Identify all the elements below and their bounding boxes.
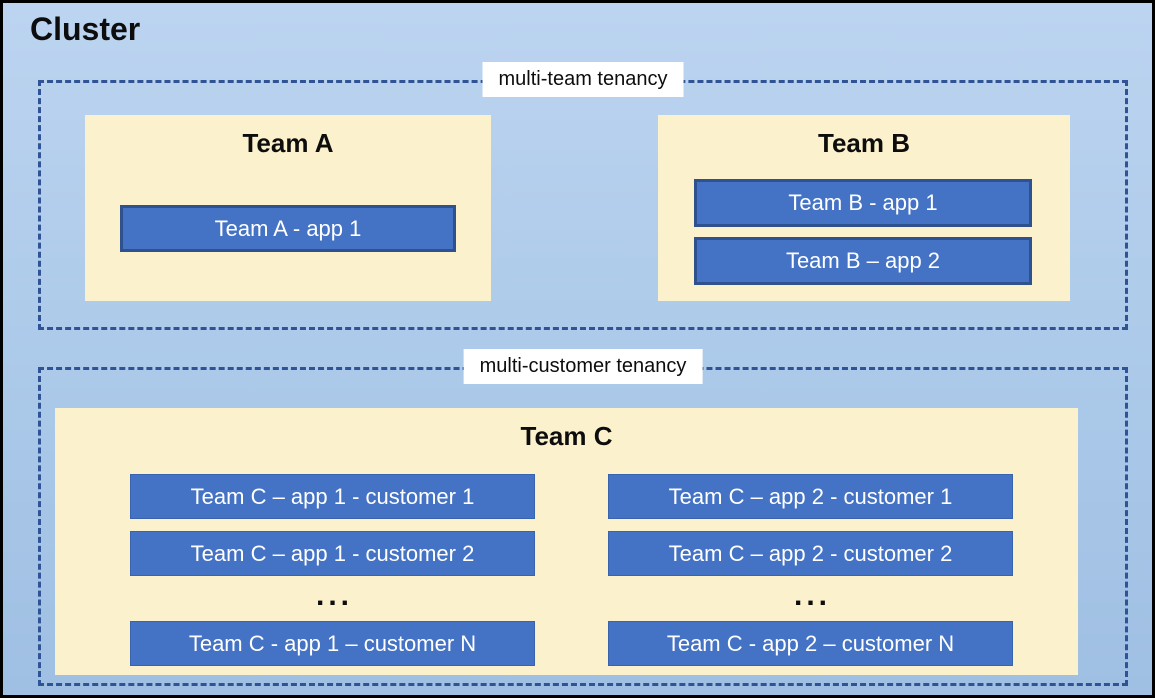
team-b-app-1-box: Team B - app 1 bbox=[694, 179, 1032, 227]
team-c-app1-ellipsis: ... bbox=[315, 578, 353, 612]
team-a-title: Team A bbox=[242, 128, 334, 158]
cluster-title: Cluster bbox=[30, 11, 141, 47]
team-c-app2-column: Team C – app 2 - customer 1 Team C – app… bbox=[608, 474, 1013, 666]
multi-team-tenancy-group: multi-team tenancy Team A Team A - app 1… bbox=[38, 62, 1128, 330]
multi-customer-tenancy-group: multi-customer tenancy Team C Team C – a… bbox=[38, 349, 1128, 686]
team-c-app1-customer2-box: Team C – app 1 - customer 2 bbox=[130, 531, 535, 576]
team-b-panel: Team B Team B - app 1 Team B – app 2 bbox=[658, 115, 1070, 301]
team-a-panel: Team A Team A - app 1 bbox=[85, 115, 491, 301]
team-c-app2-ellipsis: ... bbox=[793, 578, 831, 612]
team-c-app1-customerN-box: Team C - app 1 – customer N bbox=[130, 621, 535, 666]
team-c-app1-customer1-box: Team C – app 1 - customer 1 bbox=[130, 474, 535, 519]
team-a-app-1-box: Team A - app 1 bbox=[120, 205, 456, 252]
team-c-panel: Team C Team C – app 1 - customer 1 Team … bbox=[55, 408, 1078, 675]
team-b-title: Team B bbox=[818, 128, 910, 158]
team-c-app2-customer1-box: Team C – app 2 - customer 1 bbox=[608, 474, 1013, 519]
multi-team-tenancy-label: multi-team tenancy bbox=[482, 62, 684, 97]
team-c-app1-column: Team C – app 1 - customer 1 Team C – app… bbox=[130, 474, 535, 666]
team-c-app2-customerN-box: Team C - app 2 – customer N bbox=[608, 621, 1013, 666]
team-b-app-2-box: Team B – app 2 bbox=[694, 237, 1032, 285]
team-c-app2-customer2-box: Team C – app 2 - customer 2 bbox=[608, 531, 1013, 576]
multi-customer-tenancy-label: multi-customer tenancy bbox=[463, 349, 703, 384]
team-c-title: Team C bbox=[520, 421, 613, 451]
